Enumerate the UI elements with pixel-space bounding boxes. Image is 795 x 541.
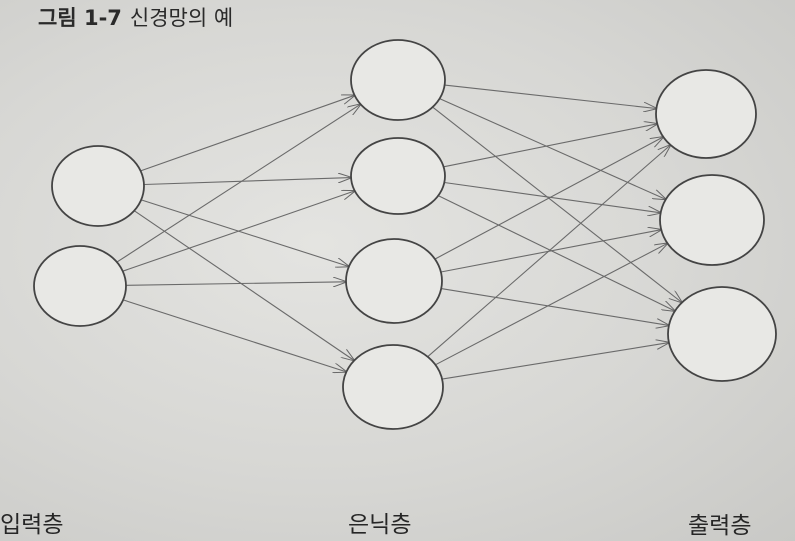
hidden-node-4: [342, 344, 444, 430]
hidden-node-3: [345, 238, 443, 324]
hidden-layer-label: 은닉층: [348, 512, 412, 538]
figure-title: 그림 1-7 신경망의 예: [38, 2, 233, 32]
edge-hidden-3-to-output-1: [434, 137, 663, 260]
output-layer-label: 출력층: [688, 513, 752, 539]
figure-number: 그림 1-7: [38, 6, 122, 30]
output-node-3: [667, 286, 777, 382]
input-node-2: [33, 245, 127, 327]
edge-input-2-to-hidden-2: [122, 191, 355, 272]
edge-hidden-2-to-output-2: [444, 181, 660, 213]
edge-hidden-2-to-output-1: [443, 124, 658, 168]
hidden-node-2: [350, 137, 446, 215]
edge-input-2-to-hidden-1: [116, 104, 361, 263]
edge-input-1-to-hidden-4: [133, 210, 354, 361]
edge-input-1-to-hidden-3: [141, 199, 349, 267]
edge-hidden-4-to-output-2: [435, 243, 667, 366]
connection-edges: [116, 84, 682, 380]
output-node-1: [655, 69, 757, 159]
network-nodes: [33, 39, 777, 430]
edge-hidden-4-to-output-1: [427, 145, 671, 358]
edge-input-2-to-hidden-3: [125, 282, 346, 286]
output-node-2: [659, 174, 765, 266]
figure-caption: 신경망의 예: [129, 6, 234, 30]
edge-input-1-to-hidden-2: [143, 178, 351, 186]
hidden-node-1: [350, 39, 446, 121]
edge-hidden-3-to-output-3: [441, 288, 669, 326]
edge-hidden-1-to-output-1: [444, 84, 657, 108]
edge-hidden-1-to-output-3: [432, 106, 682, 302]
edge-hidden-4-to-output-3: [442, 343, 669, 380]
input-layer-label: 입력층: [0, 512, 64, 538]
edge-hidden-1-to-output-2: [439, 98, 666, 200]
edge-hidden-3-to-output-2: [440, 230, 661, 273]
edge-input-1-to-hidden-1: [140, 95, 355, 172]
edge-input-2-to-hidden-4: [122, 299, 346, 372]
input-node-1: [51, 145, 145, 227]
edge-hidden-2-to-output-3: [437, 195, 675, 311]
